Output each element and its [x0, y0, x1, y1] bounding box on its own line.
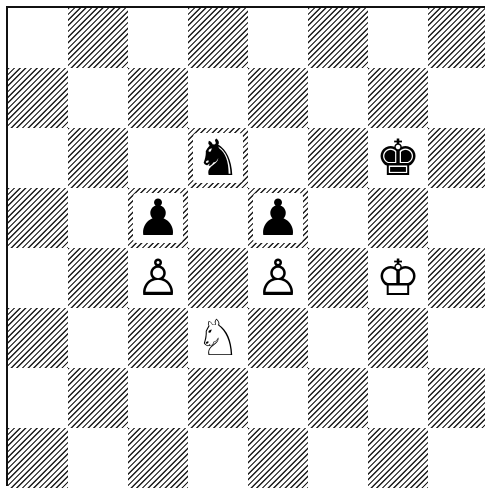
square-a2[interactable]: [8, 368, 68, 428]
black-king-icon[interactable]: ♚: [373, 133, 423, 183]
square-d3[interactable]: ♘: [188, 308, 248, 368]
square-e6[interactable]: [248, 128, 308, 188]
square-d1[interactable]: [188, 428, 248, 488]
square-h2[interactable]: [428, 368, 485, 428]
square-g5[interactable]: [368, 188, 428, 248]
square-f8[interactable]: [308, 8, 368, 68]
square-a1[interactable]: [8, 428, 68, 488]
black-pawn-icon[interactable]: ♟: [253, 193, 303, 243]
square-h8[interactable]: [428, 8, 485, 68]
square-b6[interactable]: [68, 128, 128, 188]
square-c4[interactable]: ♙: [128, 248, 188, 308]
square-b1[interactable]: [68, 428, 128, 488]
square-c8[interactable]: [128, 8, 188, 68]
square-h1[interactable]: [428, 428, 485, 488]
square-e5[interactable]: ♟: [248, 188, 308, 248]
square-d4[interactable]: [188, 248, 248, 308]
square-b4[interactable]: [68, 248, 128, 308]
square-c7[interactable]: [128, 68, 188, 128]
square-b7[interactable]: [68, 68, 128, 128]
square-f7[interactable]: [308, 68, 368, 128]
square-g2[interactable]: [368, 368, 428, 428]
white-pawn-icon[interactable]: ♙: [133, 253, 183, 303]
square-h7[interactable]: [428, 68, 485, 128]
square-f1[interactable]: [308, 428, 368, 488]
white-pawn-icon[interactable]: ♙: [253, 253, 303, 303]
square-d7[interactable]: [188, 68, 248, 128]
square-c5[interactable]: ♟: [128, 188, 188, 248]
square-b2[interactable]: [68, 368, 128, 428]
square-f5[interactable]: [308, 188, 368, 248]
square-g3[interactable]: [368, 308, 428, 368]
square-d2[interactable]: [188, 368, 248, 428]
square-a6[interactable]: [8, 128, 68, 188]
white-king-icon[interactable]: ♔: [373, 253, 423, 303]
square-e3[interactable]: [248, 308, 308, 368]
square-h5[interactable]: [428, 188, 485, 248]
square-c1[interactable]: [128, 428, 188, 488]
square-b8[interactable]: [68, 8, 128, 68]
square-c3[interactable]: [128, 308, 188, 368]
square-g4[interactable]: ♔: [368, 248, 428, 308]
chess-board: ♞ ♚ ♟ ♟ ♙ ♙ ♔ ♘: [6, 6, 485, 486]
square-h4[interactable]: [428, 248, 485, 308]
square-e1[interactable]: [248, 428, 308, 488]
square-a7[interactable]: [8, 68, 68, 128]
square-g6[interactable]: ♚: [368, 128, 428, 188]
square-g8[interactable]: [368, 8, 428, 68]
square-a3[interactable]: [8, 308, 68, 368]
square-c6[interactable]: [128, 128, 188, 188]
black-pawn-icon[interactable]: ♟: [133, 193, 183, 243]
square-b5[interactable]: [68, 188, 128, 248]
white-knight-icon[interactable]: ♘: [193, 313, 243, 363]
square-d6[interactable]: ♞: [188, 128, 248, 188]
square-g7[interactable]: [368, 68, 428, 128]
square-f2[interactable]: [308, 368, 368, 428]
square-e8[interactable]: [248, 8, 308, 68]
square-e4[interactable]: ♙: [248, 248, 308, 308]
square-g1[interactable]: [368, 428, 428, 488]
square-e2[interactable]: [248, 368, 308, 428]
square-b3[interactable]: [68, 308, 128, 368]
square-h6[interactable]: [428, 128, 485, 188]
square-a5[interactable]: [8, 188, 68, 248]
square-d8[interactable]: [188, 8, 248, 68]
square-d5[interactable]: [188, 188, 248, 248]
square-f3[interactable]: [308, 308, 368, 368]
square-f6[interactable]: [308, 128, 368, 188]
square-e7[interactable]: [248, 68, 308, 128]
black-knight-icon[interactable]: ♞: [193, 133, 243, 183]
square-a4[interactable]: [8, 248, 68, 308]
square-h3[interactable]: [428, 308, 485, 368]
square-a8[interactable]: [8, 8, 68, 68]
square-f4[interactable]: [308, 248, 368, 308]
square-c2[interactable]: [128, 368, 188, 428]
